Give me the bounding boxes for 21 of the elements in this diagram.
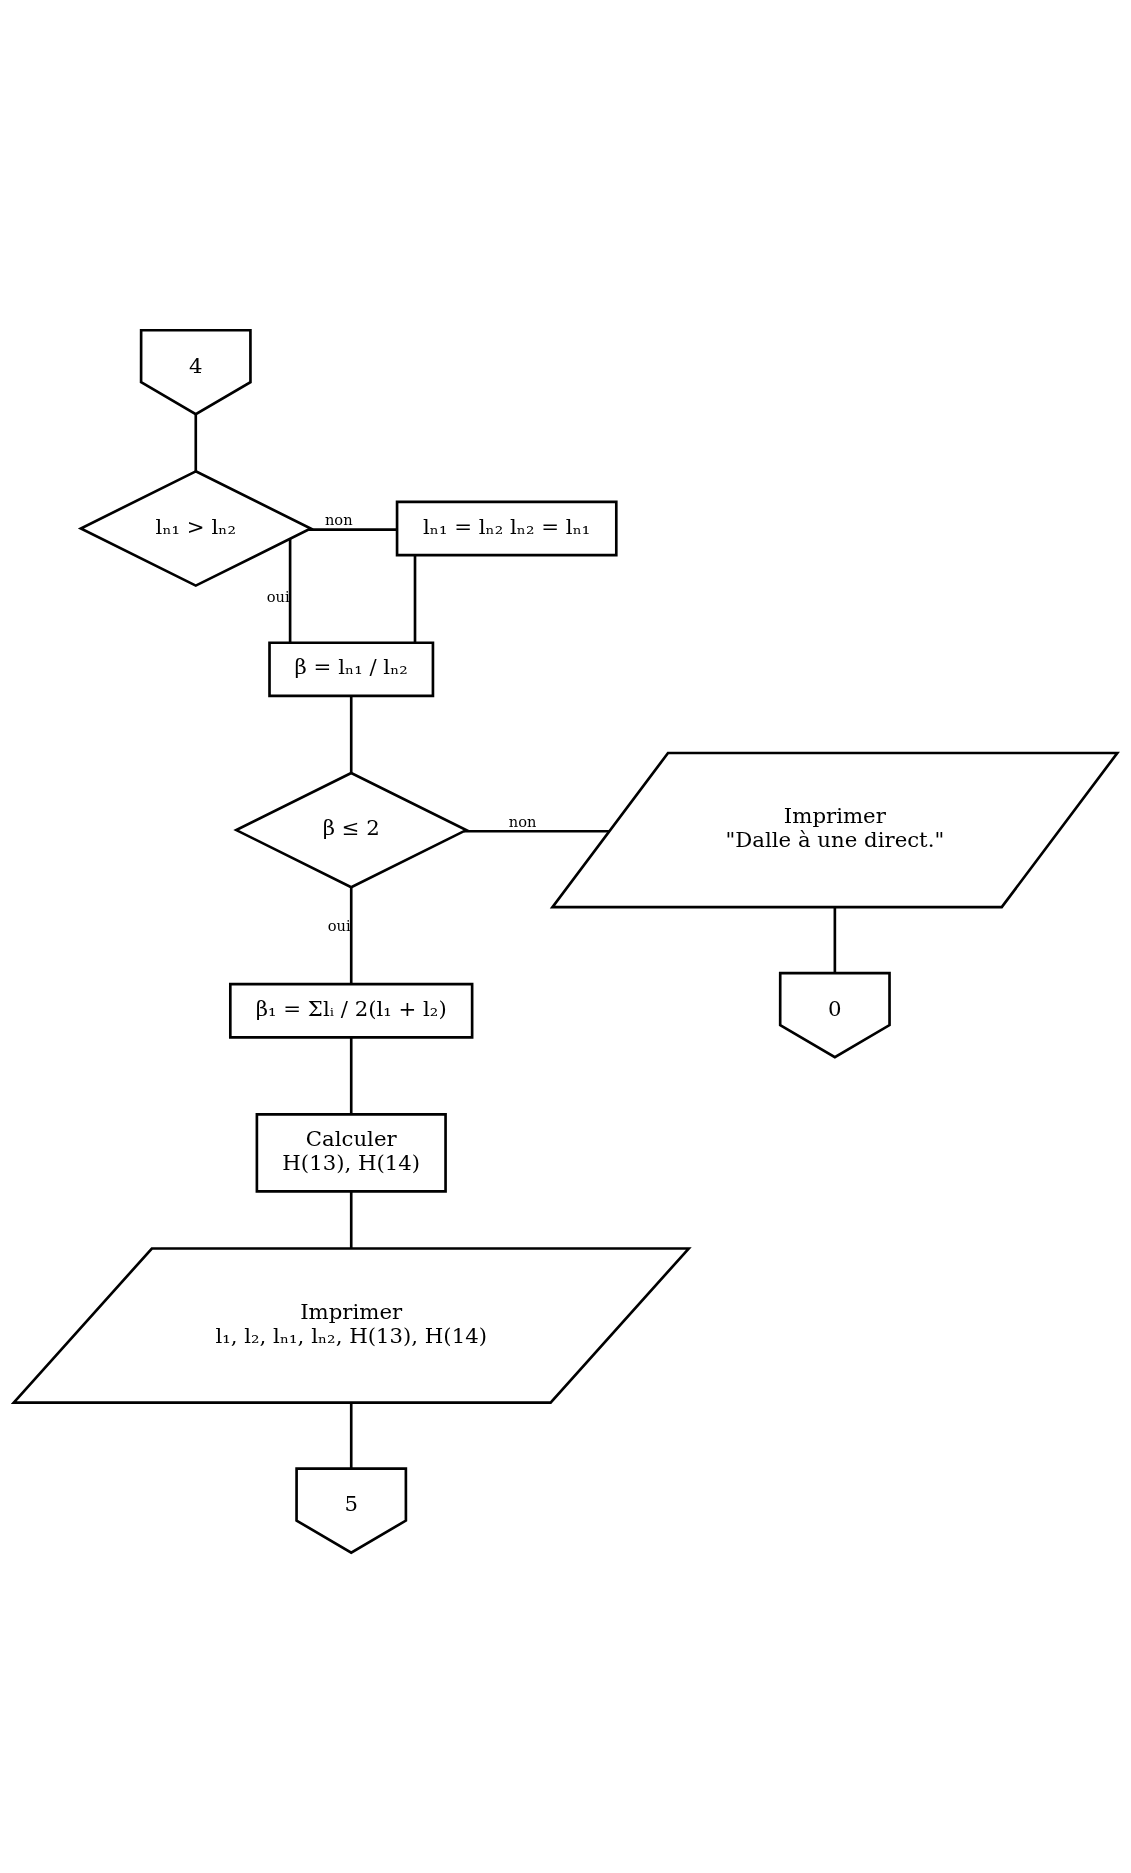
edge-label: oui xyxy=(266,587,290,605)
connector xyxy=(349,1036,353,1114)
connector xyxy=(833,906,837,973)
connector xyxy=(349,886,353,984)
connector xyxy=(413,555,417,643)
connector xyxy=(349,1191,353,1248)
node-diamond: lₙ₁ > lₙ₂ xyxy=(77,469,314,587)
connector xyxy=(194,413,198,471)
node-diamond: β ≤ 2 xyxy=(233,770,470,889)
node-box: β = lₙ₁ / lₙ₂ xyxy=(268,640,435,697)
connector xyxy=(464,829,609,833)
connector xyxy=(349,1402,353,1469)
node-box: β₁ = Σlᵢ / 2(l₁ + l₂) xyxy=(229,982,474,1039)
connector xyxy=(308,527,397,531)
edge-label: non xyxy=(324,510,353,528)
edge-label: non xyxy=(508,812,537,830)
node-box: lₙ₁ = lₙ₂ lₙ₂ = lₙ₁ xyxy=(395,500,618,556)
node-box: Calculer H(13), H(14) xyxy=(255,1112,447,1193)
edge-label: oui xyxy=(327,916,351,934)
connector xyxy=(288,538,292,642)
connector xyxy=(349,695,353,773)
